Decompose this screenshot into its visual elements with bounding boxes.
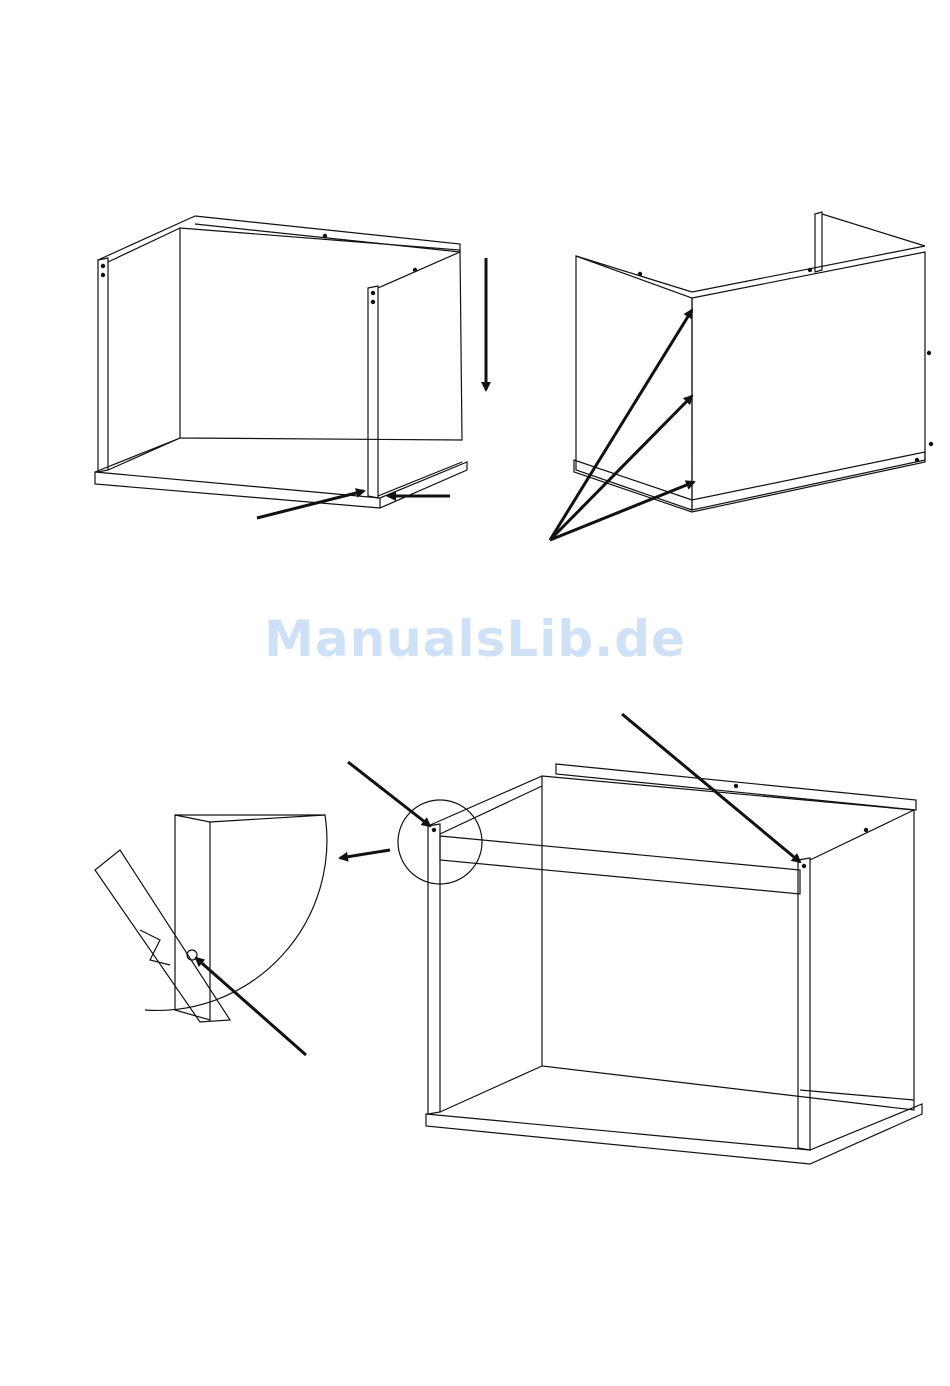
base-panel bbox=[426, 1104, 922, 1164]
front-panel bbox=[692, 252, 925, 510]
base-panel bbox=[95, 462, 467, 508]
back-panel bbox=[542, 776, 914, 1110]
pointer-arrow bbox=[348, 762, 430, 826]
left-post bbox=[428, 824, 440, 1114]
right-post bbox=[368, 286, 378, 498]
figure-step-1 bbox=[95, 216, 467, 508]
pointer-arrow bbox=[550, 482, 694, 540]
back-panel bbox=[180, 228, 462, 440]
pointer-arrow bbox=[196, 958, 306, 1055]
front-top-rail bbox=[440, 836, 800, 894]
figure-step-3-arrows bbox=[196, 714, 800, 1055]
figure-step-1-arrows bbox=[257, 258, 486, 518]
watermark: ManualsLib.de bbox=[0, 610, 950, 668]
pointer-arrow bbox=[622, 714, 800, 862]
pointer-arrow bbox=[257, 491, 364, 518]
pointer-arrow bbox=[550, 396, 692, 540]
right-post bbox=[798, 858, 810, 1150]
left-post bbox=[98, 258, 108, 472]
pointer-arrow bbox=[340, 850, 390, 858]
pointer-arrow bbox=[550, 310, 692, 540]
right-post bbox=[815, 212, 822, 272]
detail-view bbox=[95, 815, 327, 1022]
figure-step-2 bbox=[574, 212, 933, 512]
figure-step-3 bbox=[398, 764, 922, 1164]
